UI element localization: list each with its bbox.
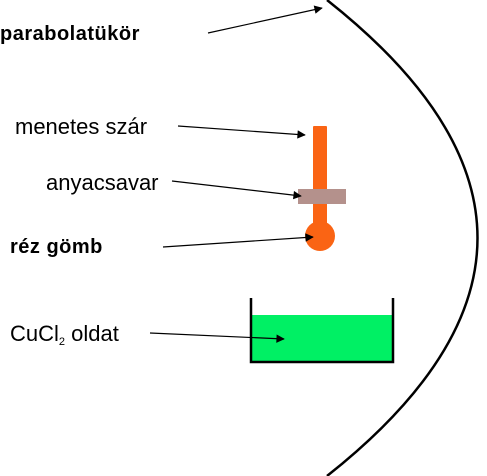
rod-label: menetes szár bbox=[15, 114, 147, 139]
solution-label-rest: oldat bbox=[65, 321, 119, 346]
solution-label: CuCl2 oldat bbox=[10, 321, 119, 348]
solution-label-formula: CuCl bbox=[10, 321, 59, 346]
nut-arrow bbox=[171, 180, 302, 200]
solution-label-subscript: 2 bbox=[59, 336, 65, 348]
nut-label: anyacsavar bbox=[46, 170, 159, 195]
ball-arrow bbox=[162, 233, 314, 248]
rod-arrow bbox=[177, 125, 306, 139]
mirror-label: parabolatükör bbox=[0, 23, 140, 45]
container bbox=[249, 298, 395, 364]
parabolic-mirror bbox=[326, 0, 479, 476]
threaded-rod bbox=[313, 126, 327, 236]
nut bbox=[298, 189, 346, 204]
copper-ball bbox=[305, 221, 335, 251]
mirror-arrow bbox=[207, 5, 323, 34]
ball-label: réz gömb bbox=[10, 236, 103, 258]
solution-arrow bbox=[149, 332, 285, 343]
